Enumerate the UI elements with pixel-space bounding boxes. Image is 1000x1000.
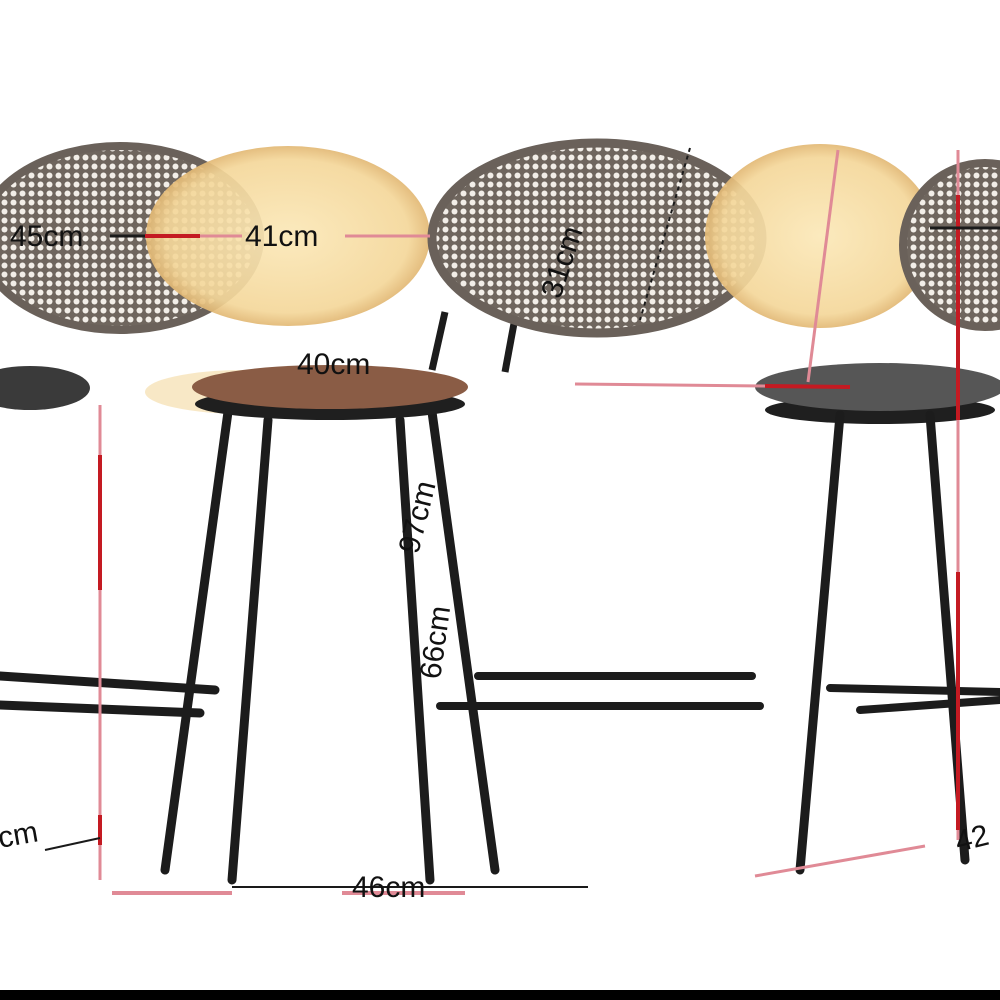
- right-backrest: [899, 159, 1000, 331]
- left-backrest-glow: [146, 146, 430, 326]
- center-backrest-glow: [705, 144, 935, 328]
- right-footrest: [826, 684, 1000, 714]
- left-edge-partial-label: cm: [0, 815, 41, 854]
- left-legs: [0, 671, 220, 718]
- left-seat: [0, 366, 90, 410]
- right-seat: [755, 363, 1000, 411]
- right-edge-partial-label: 42: [952, 819, 992, 859]
- seat-diameter-label: 40cm: [297, 348, 370, 381]
- bottom-bar: [0, 990, 1000, 1000]
- base-depth-label: 46cm: [352, 871, 425, 904]
- back-width-left-label: 45cm: [10, 220, 83, 253]
- center-legs: [160, 407, 500, 885]
- dimension-lines: [44, 147, 1000, 895]
- seat-height-label: 66cm: [414, 604, 457, 681]
- center-backrest-posts: [428, 311, 519, 373]
- back-width-right-label: 41cm: [245, 220, 318, 253]
- center-footrest: [436, 672, 764, 710]
- right-legs: [795, 410, 970, 875]
- center-seat: [192, 365, 468, 409]
- center-stool: [160, 138, 935, 885]
- left-stool: [0, 142, 430, 718]
